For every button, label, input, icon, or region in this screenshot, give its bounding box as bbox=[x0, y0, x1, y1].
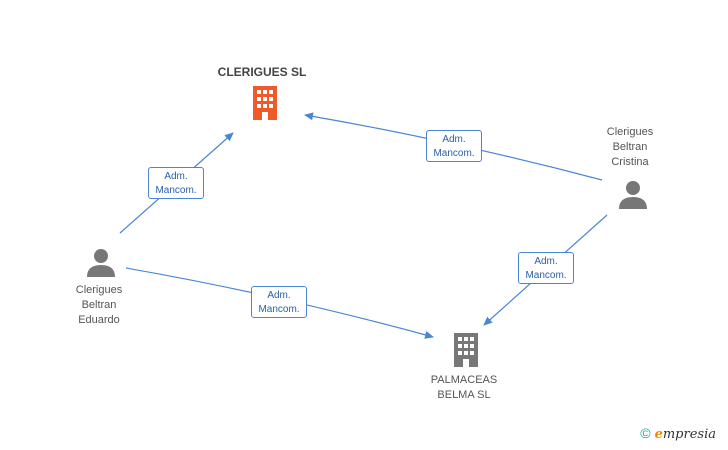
copyright-symbol: © bbox=[640, 425, 651, 441]
clerigues-sl-label: CLERIGUES SL bbox=[217, 65, 307, 79]
clerigues-beltran-eduardo-label: Clerigues Beltran Eduardo bbox=[75, 284, 123, 326]
clerigues-beltran-cristina-label: Clerigues Beltran Cristina bbox=[606, 126, 654, 168]
edge-label-eduardo-palmaceas[interactable]: Adm. Mancom. bbox=[251, 286, 307, 318]
empresia-logo: ©empresia bbox=[640, 425, 716, 442]
building-icon[interactable] bbox=[451, 333, 481, 367]
building-icon[interactable] bbox=[250, 86, 280, 120]
edge-label-cristina-clerigues-sl[interactable]: Adm. Mancom. bbox=[426, 130, 482, 162]
person-icon[interactable] bbox=[86, 247, 116, 277]
edge-label-eduardo-clerigues-sl[interactable]: Adm. Mancom. bbox=[148, 167, 204, 199]
edge-label-cristina-palmaceas[interactable]: Adm. Mancom. bbox=[518, 252, 574, 284]
palmaceas-belma-sl-label: PALMACEAS BELMA SL bbox=[430, 374, 498, 401]
person-icon[interactable] bbox=[618, 179, 648, 209]
